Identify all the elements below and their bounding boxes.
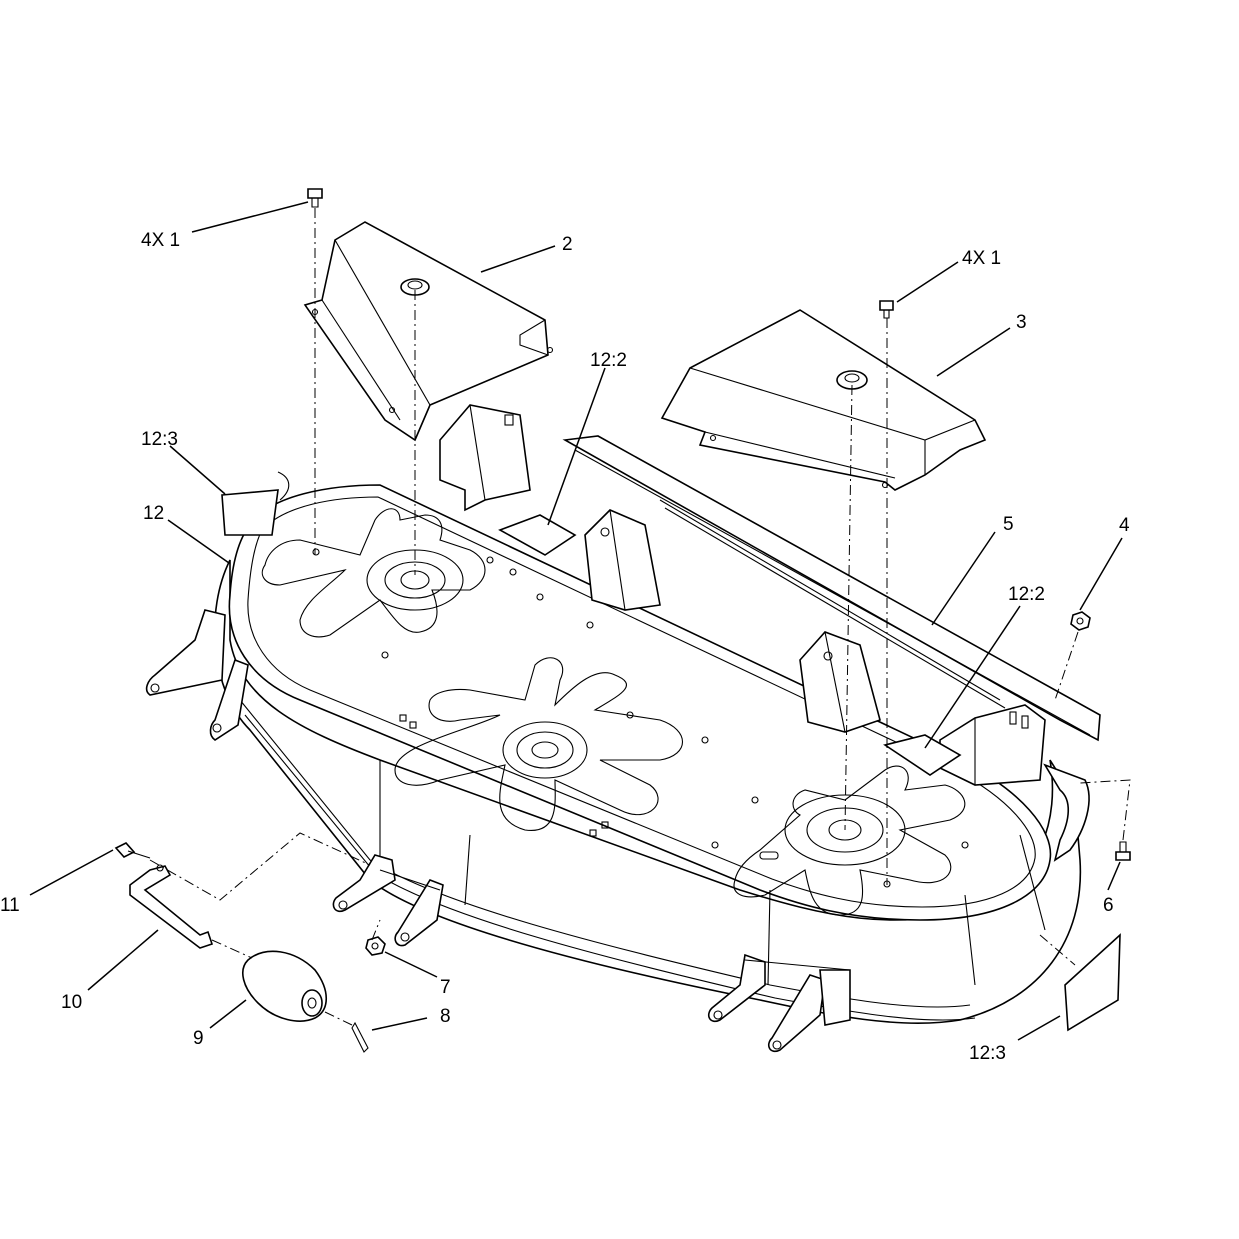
belt-guide-bracket-3: [799, 631, 881, 733]
nut-part-4: [1070, 611, 1091, 631]
carriage-bolt-part-6: [1115, 841, 1131, 861]
bolt-right-cover: [879, 300, 894, 319]
callout-12-2-center: 12:2: [590, 350, 627, 371]
decal-left-standalone: [221, 471, 290, 536]
locknut-part-7: [365, 936, 386, 956]
decal-right-standalone: [1064, 933, 1121, 1032]
rear-mount-bracket: [708, 953, 851, 1053]
callout-labels: 4X 1 2 4X 1 3 12:2 12:3 12 5 4 12:2 6 11…: [0, 230, 1130, 1064]
leader-lines: [29, 201, 1123, 1041]
belt-guide-bracket-4: [939, 704, 1046, 786]
baffle-strip: [562, 435, 1101, 742]
callout-7: 7: [440, 977, 451, 998]
callout-4x1-right: 4X 1: [962, 248, 1001, 269]
belt-cover-right: [660, 309, 987, 491]
callout-12-3-left: 12:3: [141, 429, 178, 450]
callout-12-2-right: 12:2: [1008, 584, 1045, 605]
callout-3: 3: [1016, 312, 1027, 333]
callout-6: 6: [1103, 895, 1114, 916]
belt-guide-bracket-1: [439, 404, 531, 512]
front-center-bracket: [332, 854, 444, 947]
bolt-left-cover: [307, 188, 323, 208]
hairpin-cotter-part-8: [351, 1021, 369, 1053]
deck-holes: [312, 548, 969, 888]
callout-8: 8: [440, 1006, 451, 1027]
callout-11: 11: [0, 895, 20, 916]
wheel-axle-part-10: [129, 864, 214, 949]
left-mount-bracket: [145, 609, 249, 741]
axle-bolt-part-11: [114, 842, 151, 859]
belt-guide-bracket-2: [584, 509, 661, 611]
right-skirt-detail: [1043, 763, 1090, 862]
callout-5: 5: [1003, 514, 1014, 535]
decal-right: [883, 734, 962, 776]
callout-12-3-right: 12:3: [969, 1043, 1006, 1064]
gauge-wheel-part-9: [242, 950, 328, 1022]
callout-12: 12: [143, 503, 164, 524]
callout-10: 10: [61, 992, 82, 1013]
callout-4x1-left: 4X 1: [141, 230, 180, 251]
center-spindle-opening: [394, 657, 684, 831]
callout-2: 2: [562, 234, 573, 255]
callout-9: 9: [193, 1028, 204, 1049]
decal-center: [498, 514, 577, 556]
belt-cover-left: [303, 221, 554, 442]
callout-4: 4: [1119, 515, 1130, 536]
assembly-center-lines: [149, 208, 1131, 1026]
